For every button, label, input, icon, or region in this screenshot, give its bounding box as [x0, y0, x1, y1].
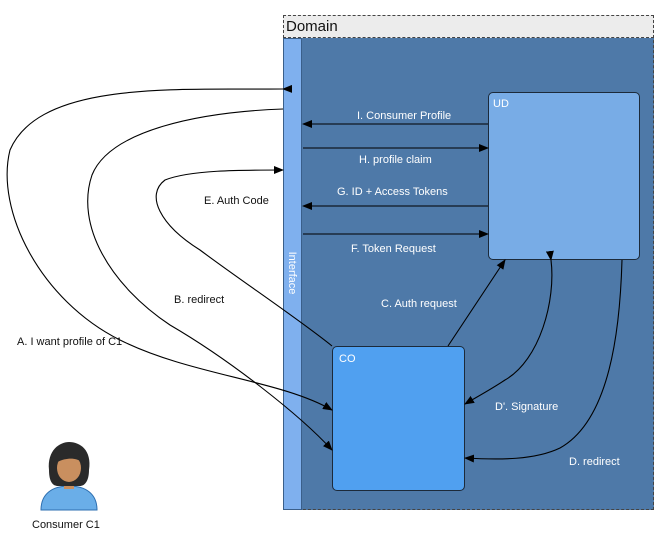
flow-a-label: A. I want profile of C1 [17, 336, 123, 348]
consumer-actor-icon [40, 442, 98, 511]
flow-g-label: G. ID + Access Tokens [337, 186, 448, 198]
consumer-actor-label: Consumer C1 [32, 519, 100, 531]
flow-f-label: F. Token Request [351, 243, 436, 255]
flow-b-arrow [87, 108, 333, 451]
ud-node-label: UD [493, 98, 509, 110]
domain-title: Domain [286, 18, 338, 35]
co-node-label: CO [339, 353, 356, 365]
flow-c-label: C. Auth request [381, 298, 457, 310]
co-node [332, 346, 465, 491]
ud-node [488, 92, 640, 260]
flow-d-label: D. redirect [569, 456, 620, 468]
flow-i-label: I. Consumer Profile [357, 110, 452, 122]
domain-header [283, 15, 654, 38]
flow-e-label: E. Auth Code [204, 195, 269, 207]
flow-e-arrow [155, 166, 333, 347]
flow-d-arrow [464, 259, 623, 463]
flow-h-label: H. profile claim [359, 154, 432, 166]
flow-b-label: B. redirect [174, 294, 225, 306]
flow-d-prime-label: D'. Signature [495, 401, 559, 413]
flow-d-prime-arrow [464, 250, 554, 405]
flow-a-arrow [6, 84, 333, 411]
